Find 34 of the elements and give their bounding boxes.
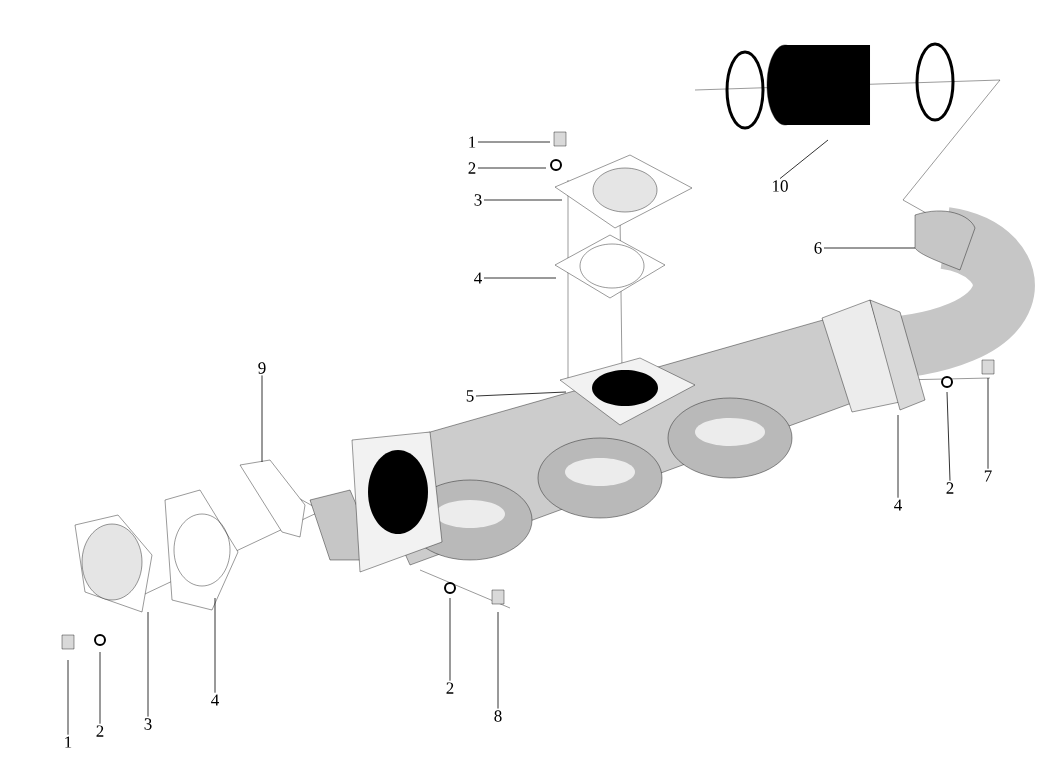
leader-line [99,651,101,725]
callout-number: 2 [446,682,454,694]
leader-line [946,391,951,482]
callout-number: 6 [814,242,822,254]
leader-line [823,247,916,249]
leader-line [497,611,499,709]
callout-number: 2 [468,162,476,174]
callout-number: 4 [474,272,482,284]
leader-line [779,139,829,179]
callout-number: 7 [984,470,992,482]
callout-number: 3 [474,194,482,206]
leader-line [449,597,451,682]
leader-line [214,597,216,694]
leader-line [477,141,551,143]
callout-number: 2 [946,482,954,494]
callout-number: 9 [258,362,266,374]
leader-line [987,377,989,470]
leader-line [147,611,149,717]
callout-number: 1 [469,136,476,148]
callout-number: 4 [894,499,902,511]
callout-number: 3 [144,718,152,730]
callout-number: 10 [773,180,788,192]
callout-number: 5 [466,390,474,402]
callout-number: 4 [211,694,219,706]
callout-number: 1 [65,736,72,748]
leader-line [67,659,69,736]
leader-line [483,199,563,201]
leader-line [475,391,567,397]
leader-line [483,277,557,279]
callout-number: 2 [96,725,104,737]
leader-line [477,167,547,169]
callout-number: 8 [494,710,502,722]
leader-line [897,414,899,499]
leader-line [261,375,263,463]
